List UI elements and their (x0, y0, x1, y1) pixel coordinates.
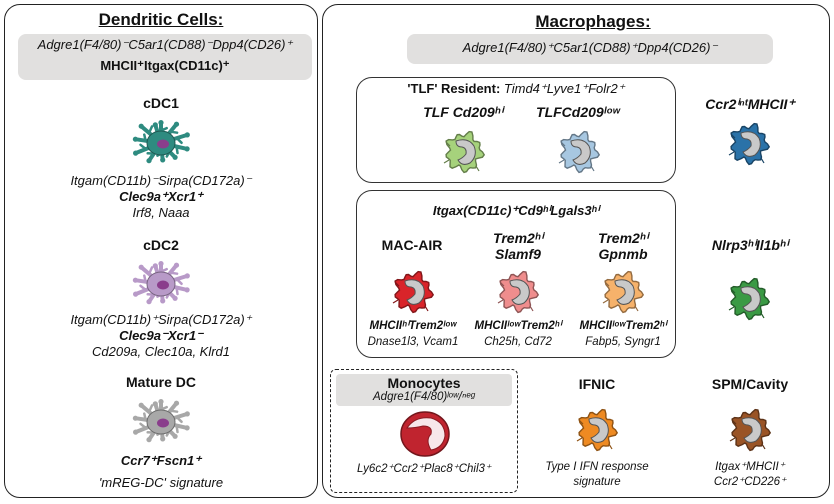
cdc1-name: cDC1 (143, 95, 179, 111)
nlrp3-label: Nlrp3ʰⁱIl1bʰⁱ (711, 237, 789, 253)
tlf-resident-box (356, 77, 676, 183)
macrophages-panel (322, 4, 830, 498)
tlf-markers: Timd4⁺Lyve1⁺Folr2⁺ (503, 81, 625, 96)
gpnmb-name2: Gpnmb (598, 246, 648, 262)
ifnic-line2: signature (573, 476, 621, 488)
cdc2-line3: Cd209a, Clec10a, Klrd1 (91, 344, 231, 359)
cdc1-line3: Irf8, Naaa (132, 205, 190, 220)
mature-dc-line2: 'mREG-DC' signature (98, 475, 224, 490)
slamf9-line2: Ch25h, Cd72 (484, 336, 552, 348)
dc-title: Dendritic Cells: (98, 10, 224, 29)
spm-line2: Ccr2⁺CD226⁺ (713, 476, 787, 488)
tlf-title: 'TLF' Resident: Timd4⁺Lyve1⁺Folr2⁺ (407, 81, 625, 97)
mature-dc-name: Mature DC (125, 374, 197, 390)
cdc2-name: cDC2 (143, 237, 179, 253)
tlf-cd209hi-macrophage-icon (443, 130, 486, 174)
gpnmb-name1: Trem2ʰⁱ (598, 230, 648, 246)
monocytes-marker: Adgre1(F4/80)ˡᵒʷ/ⁿᵉᵍ (373, 391, 475, 403)
itgax-box (356, 190, 676, 358)
cdc1-line2: Clec9a⁺Xcr1⁺ (119, 189, 203, 204)
macair-name: MAC-AIR (381, 237, 443, 253)
cdc1-line1: Itgam(CD11b)⁻Sirpa(CD172a)⁻ (70, 173, 252, 188)
monocytes-header-box (336, 374, 512, 406)
slamf9-name2: Slamf9 (495, 246, 541, 262)
tlf-cd209low-label: TLFCd209ˡᵒʷ (536, 104, 620, 120)
mature-dc-cell-icon (132, 399, 190, 443)
dc-marker-line1: Adgre1(F4/80)⁻C5ar1(CD88)⁻Dpp4(CD26)⁺ (37, 37, 293, 52)
mac-marker-box (407, 34, 773, 64)
tlf-cd209hi-label: TLF Cd209ʰⁱ (423, 104, 503, 120)
macair-line2: Dnase1l3, Vcam1 (367, 336, 459, 348)
monocyte-cell-icon (400, 411, 450, 457)
gpnmb-line1: MHCIIˡᵒʷTrem2ʰⁱ (579, 320, 667, 332)
macair-line1: MHCIIʰⁱTrem2ˡᵒʷ (369, 320, 457, 332)
ccr2-label: Ccr2ⁱⁿᵗMHCII⁺ (705, 96, 795, 112)
mature-dc-line1: Ccr7⁺Fscn1⁺ (120, 453, 202, 468)
tlf-cd209low-macrophage-icon (558, 130, 601, 174)
mac-marker: Adgre1(F4/80)⁺C5ar1(CD88)⁺Dpp4(CD26)⁻ (462, 40, 718, 55)
monocytes-line1: Ly6c2⁺Ccr2⁺Plac8⁺Chil3⁺ (356, 463, 492, 475)
monocytes-box (330, 369, 518, 493)
tlf-title-label: 'TLF' Resident: (407, 81, 504, 96)
dendritic-cells-panel (4, 4, 318, 498)
itgax-title: Itgax(CD11c)⁺Cd9ʰⁱLgals3ʰⁱ (432, 203, 600, 218)
slamf9-line1: MHCIIˡᵒʷTrem2ʰⁱ (474, 320, 562, 332)
gpnmb-macrophage-icon (602, 270, 645, 314)
dc-marker-line2: MHCII⁺Itgax(CD11c)⁺ (100, 58, 230, 73)
monocytes-name: Monocytes (387, 375, 461, 391)
cdc2-line1: Itgam(CD11b)⁺Sirpa(CD172a)⁺ (70, 312, 252, 327)
ccr2-macrophage-icon (728, 122, 771, 166)
spm-line1: Itgax⁺MHCII⁺ (715, 461, 785, 473)
spm-name: SPM/Cavity (711, 376, 789, 392)
ifnic-name: IFNIC (578, 376, 616, 392)
cdc2-line2: Clec9a⁻Xcr1⁻ (119, 328, 203, 343)
gpnmb-line2: Fabp5, Syngr1 (585, 336, 661, 348)
mac-title: Macrophages: (535, 12, 651, 31)
cdc2-dendritic-cell-icon (132, 261, 190, 305)
ifnic-line1: Type I IFN response (545, 461, 649, 473)
spm-macrophage-icon (729, 408, 772, 452)
slamf9-name1: Trem2ʰⁱ (493, 230, 543, 246)
dc-marker-box (18, 34, 312, 80)
slamf9-macrophage-icon (497, 270, 540, 314)
ifnic-macrophage-icon (576, 408, 619, 452)
nlrp3-macrophage-icon (728, 277, 771, 321)
cdc1-dendritic-cell-icon (132, 120, 190, 164)
macair-macrophage-icon (392, 270, 435, 314)
